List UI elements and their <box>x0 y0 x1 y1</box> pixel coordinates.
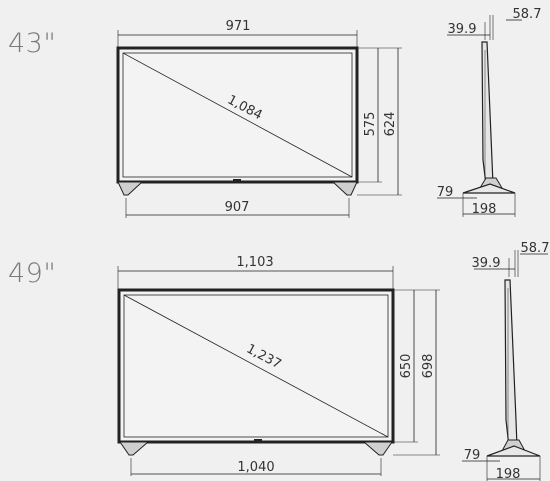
width-label-49: 1,103 <box>236 255 273 270</box>
depth-top-label-43: 39.9 <box>448 22 477 37</box>
tv-size-label-49: 49" <box>8 258 57 289</box>
depth-top-label-49: 39.9 <box>472 256 501 271</box>
front-view-49 <box>117 266 440 476</box>
depth-total-label-49: 58.7 <box>521 241 550 256</box>
stand-offset-label-49: 79 <box>464 448 481 463</box>
tv-size-label-43: 43" <box>8 28 57 59</box>
side-view-49 <box>462 250 548 481</box>
side-view-43 <box>437 15 522 217</box>
total-height-label-43: 624 <box>383 112 398 137</box>
stand-width-label-43: 907 <box>225 200 250 215</box>
width-label-43: 971 <box>226 19 251 34</box>
front-view-43 <box>116 30 402 218</box>
stand-offset-label-43: 79 <box>437 185 454 200</box>
total-height-label-49: 698 <box>421 354 436 379</box>
screen-height-label-43: 575 <box>363 112 378 137</box>
stand-depth-label-49: 198 <box>496 467 521 481</box>
stand-width-label-49: 1,040 <box>237 460 274 475</box>
depth-total-label-43: 58.7 <box>513 7 542 22</box>
stand-depth-label-43: 198 <box>472 202 497 217</box>
screen-height-label-49: 650 <box>399 354 414 379</box>
